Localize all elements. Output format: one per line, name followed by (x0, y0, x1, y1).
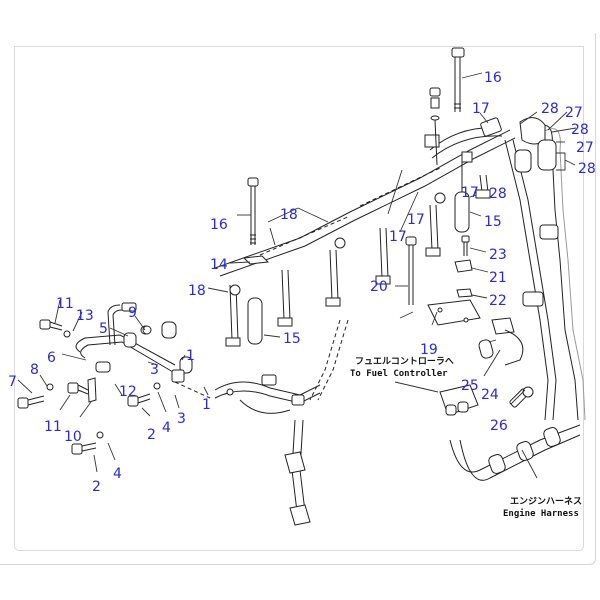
callout-9: 9 (128, 305, 137, 321)
loose-fasteners (17, 319, 161, 455)
callout-18: 18 (188, 283, 206, 299)
callout-3: 3 (150, 362, 159, 378)
callout-10: 10 (64, 429, 82, 445)
callout-14: 14 (210, 257, 228, 273)
callout-18: 18 (280, 207, 298, 223)
connector-bracket (478, 317, 534, 408)
callout-28: 28 (571, 122, 589, 138)
callout-28: 28 (541, 101, 559, 117)
callout-5: 5 (99, 321, 108, 337)
callout-20: 20 (370, 279, 388, 295)
callout-7: 7 (8, 374, 17, 390)
outer-frame (0, 33, 596, 565)
callout-17: 17 (461, 185, 479, 201)
callout-17: 17 (472, 101, 490, 117)
bolt-16-left (242, 177, 270, 345)
leader-lines (17, 72, 577, 479)
callout-22: 22 (489, 293, 507, 309)
callout-2: 2 (147, 427, 156, 443)
callout-28: 28 (489, 186, 507, 202)
callout-2: 2 (92, 479, 101, 495)
callout-4: 4 (162, 420, 171, 436)
rail-clips (225, 134, 491, 347)
callout-13: 13 (76, 308, 94, 324)
callout-23: 23 (489, 247, 507, 263)
callout-19: 19 (420, 342, 438, 358)
callout-28: 28 (578, 161, 596, 177)
callout-15: 15 (484, 214, 502, 230)
engine-harness-note-jp: エンジンハーネス (510, 496, 582, 507)
callout-24: 24 (481, 387, 499, 403)
callout-6: 6 (47, 350, 56, 366)
callout-21: 21 (489, 270, 507, 286)
engine-harness-note-en: Engine Harness (503, 508, 579, 519)
callout-4: 4 (113, 466, 122, 482)
fuel-controller-note-jp: フュエルコントローラへ (355, 356, 454, 367)
callout-27: 27 (565, 105, 583, 121)
callout-1: 1 (202, 397, 211, 413)
fuel-controller-note-en: To Fuel Controller (350, 369, 448, 379)
upper-harness-rail (214, 127, 516, 277)
callout-17: 17 (407, 212, 425, 228)
callout-16: 16 (210, 217, 228, 233)
callout-12: 12 (119, 384, 137, 400)
callout-25: 25 (461, 378, 479, 394)
callout-16: 16 (484, 70, 502, 86)
callout-8: 8 (30, 362, 39, 378)
bolt-16-top (429, 47, 470, 233)
callout-15: 15 (283, 331, 301, 347)
callout-1: 1 (186, 348, 195, 364)
callout-11: 11 (44, 419, 62, 435)
callouts: 16 17 28 27 28 27 28 17 28 15 17 17 16 1… (8, 70, 596, 495)
right-harness (480, 117, 586, 421)
center-harness (174, 319, 349, 526)
bolt-20-plate-19 (405, 235, 481, 326)
annotations: フュエルコントローラへ To Fuel Controller エンジンハーネス … (350, 356, 582, 519)
callout-3: 3 (177, 411, 186, 427)
callout-17: 17 (389, 229, 407, 245)
callout-11: 11 (56, 296, 74, 312)
callout-26: 26 (490, 418, 508, 434)
bottom-harness (439, 384, 581, 481)
callout-27: 27 (576, 140, 594, 156)
